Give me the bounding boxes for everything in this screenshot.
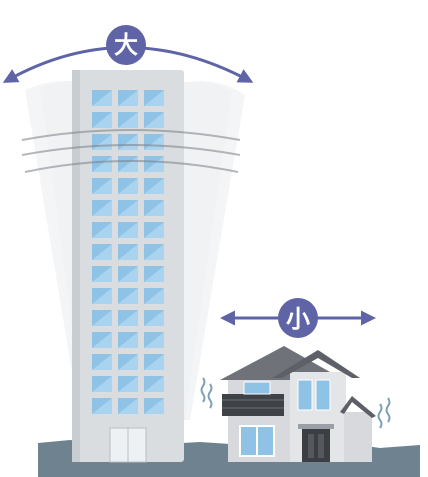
sway-motion-lines xyxy=(21,129,241,173)
tower-window-shine xyxy=(144,222,164,238)
house-window xyxy=(243,381,271,395)
tower-window-shine xyxy=(118,222,138,238)
tower-window-shine xyxy=(144,244,164,260)
tower-window-shine xyxy=(92,332,112,348)
tower-window-shine xyxy=(92,200,112,216)
tower-window-shine xyxy=(144,398,164,414)
tower-window-shine xyxy=(118,200,138,216)
tower-window-shine xyxy=(92,244,112,260)
house-door xyxy=(302,428,330,462)
tower-window-shine xyxy=(92,90,112,106)
house xyxy=(220,346,376,462)
tower-window-shine xyxy=(144,90,164,106)
tower-window-shine xyxy=(144,310,164,326)
small-label: 小 xyxy=(286,305,310,333)
tower-window-shine xyxy=(144,376,164,392)
tower-window-shine xyxy=(92,156,112,172)
house-balcony xyxy=(222,394,284,416)
tower-window-shine xyxy=(144,178,164,194)
tower-window-shine xyxy=(144,112,164,128)
tower-window-shine xyxy=(118,178,138,194)
house-window xyxy=(315,379,331,411)
tower-windows xyxy=(92,90,164,414)
tower-window-shine xyxy=(144,288,164,304)
large-label-badge xyxy=(106,25,146,65)
tower-window-shine xyxy=(118,244,138,260)
tower-window-shine xyxy=(118,266,138,282)
tower-window-shine xyxy=(118,398,138,414)
tower-window-shine xyxy=(118,310,138,326)
tower-window-shine xyxy=(118,288,138,304)
tower-window-shine xyxy=(92,222,112,238)
tower-window-shine xyxy=(144,200,164,216)
tower-window-shine xyxy=(144,354,164,370)
tower-window-shine xyxy=(92,266,112,282)
tower-building xyxy=(72,70,184,463)
tower-window-shine xyxy=(118,156,138,172)
tower-window-shine xyxy=(118,354,138,370)
tower-window-shine xyxy=(144,266,164,282)
house-vibration-marks xyxy=(200,377,391,429)
tower-window-shine xyxy=(92,178,112,194)
large-label: 大 xyxy=(114,31,138,59)
tower-window-shine xyxy=(92,288,112,304)
tower-window-shine xyxy=(92,398,112,414)
tower-window-shine xyxy=(144,332,164,348)
tower-window-shine xyxy=(92,376,112,392)
tower-window-shine xyxy=(118,112,138,128)
tower-window-shine xyxy=(92,112,112,128)
tower-window-shine xyxy=(118,376,138,392)
tower-window-shine xyxy=(118,90,138,106)
tower-window-shine xyxy=(92,310,112,326)
tower-window-shine xyxy=(118,332,138,348)
house-window xyxy=(297,379,313,411)
tower-window-shine xyxy=(144,156,164,172)
small-label-badge xyxy=(278,298,318,338)
tower-window-shine xyxy=(92,354,112,370)
